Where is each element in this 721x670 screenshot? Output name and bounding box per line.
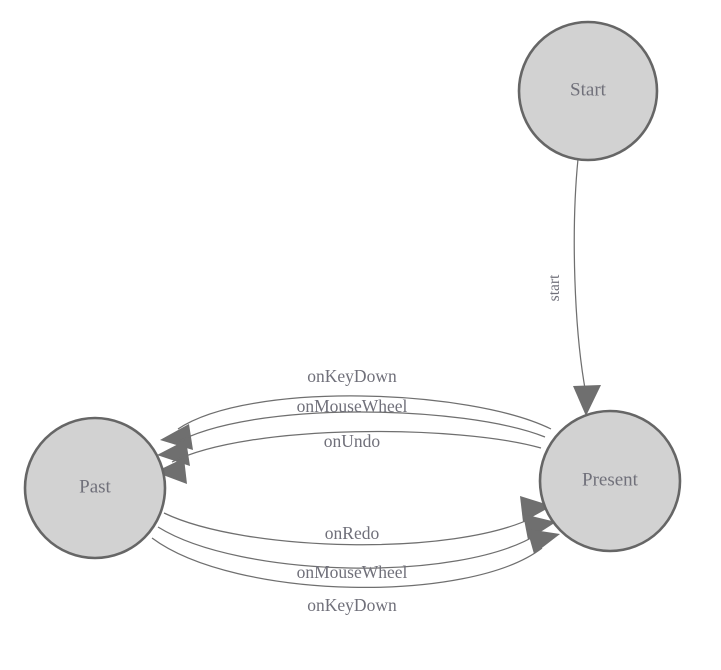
edge-past-to-present-onmousewheel[interactable]: onMouseWheel xyxy=(157,514,556,582)
node-past-label: Past xyxy=(79,476,111,497)
edge-label-start: start xyxy=(546,274,563,301)
edge-label-past-to-present-onredo: onRedo xyxy=(325,523,380,543)
edge-start-to-present[interactable]: start xyxy=(546,158,601,416)
node-layer: Start Past Present xyxy=(23,20,682,560)
edge-path-present-to-past-onundo xyxy=(171,430,542,463)
node-start-circle[interactable] xyxy=(517,20,659,162)
node-present-circle[interactable] xyxy=(538,409,682,553)
edge-label-present-to-past-onkeydown: onKeyDown xyxy=(307,366,397,386)
arrowhead-start-to-present xyxy=(573,385,601,416)
node-present[interactable]: Present xyxy=(538,409,682,553)
node-past-circle[interactable] xyxy=(23,416,167,560)
node-present-label: Present xyxy=(582,469,639,490)
edge-label-past-to-present-onmousewheel: onMouseWheel xyxy=(297,562,408,582)
edge-label-present-to-past-onundo: onUndo xyxy=(324,431,381,451)
edge-path-start-to-present xyxy=(573,158,587,395)
node-past[interactable]: Past xyxy=(23,416,167,560)
edge-label-present-to-past-onmousewheel: onMouseWheel xyxy=(297,396,408,416)
arrowhead-present-to-past-onundo xyxy=(155,458,187,484)
edge-past-to-present-onkeydown[interactable]: onKeyDown xyxy=(151,529,560,615)
node-start-label: Start xyxy=(570,79,607,100)
edge-past-to-present-onredo[interactable]: onRedo xyxy=(163,496,552,546)
edge-path-past-to-present-onredo xyxy=(163,512,535,546)
edge-layer: start onKeyDown onMouseWheel onUndo xyxy=(151,158,601,615)
edge-path-present-to-past-onkeydown xyxy=(177,395,552,430)
edge-path-past-to-present-onmousewheel xyxy=(157,526,539,569)
arrowhead-past-to-present-onkeydown xyxy=(527,529,560,554)
node-start[interactable]: Start xyxy=(517,20,659,162)
edge-path-present-to-past-onmousewheel xyxy=(173,411,546,445)
edge-path-past-to-present-onkeydown xyxy=(151,537,543,589)
edge-present-to-past-onkeydown[interactable]: onKeyDown xyxy=(160,366,552,450)
edge-present-to-past-onundo[interactable]: onUndo xyxy=(155,430,542,484)
edge-label-past-to-present-onkeydown: onKeyDown xyxy=(307,595,397,615)
